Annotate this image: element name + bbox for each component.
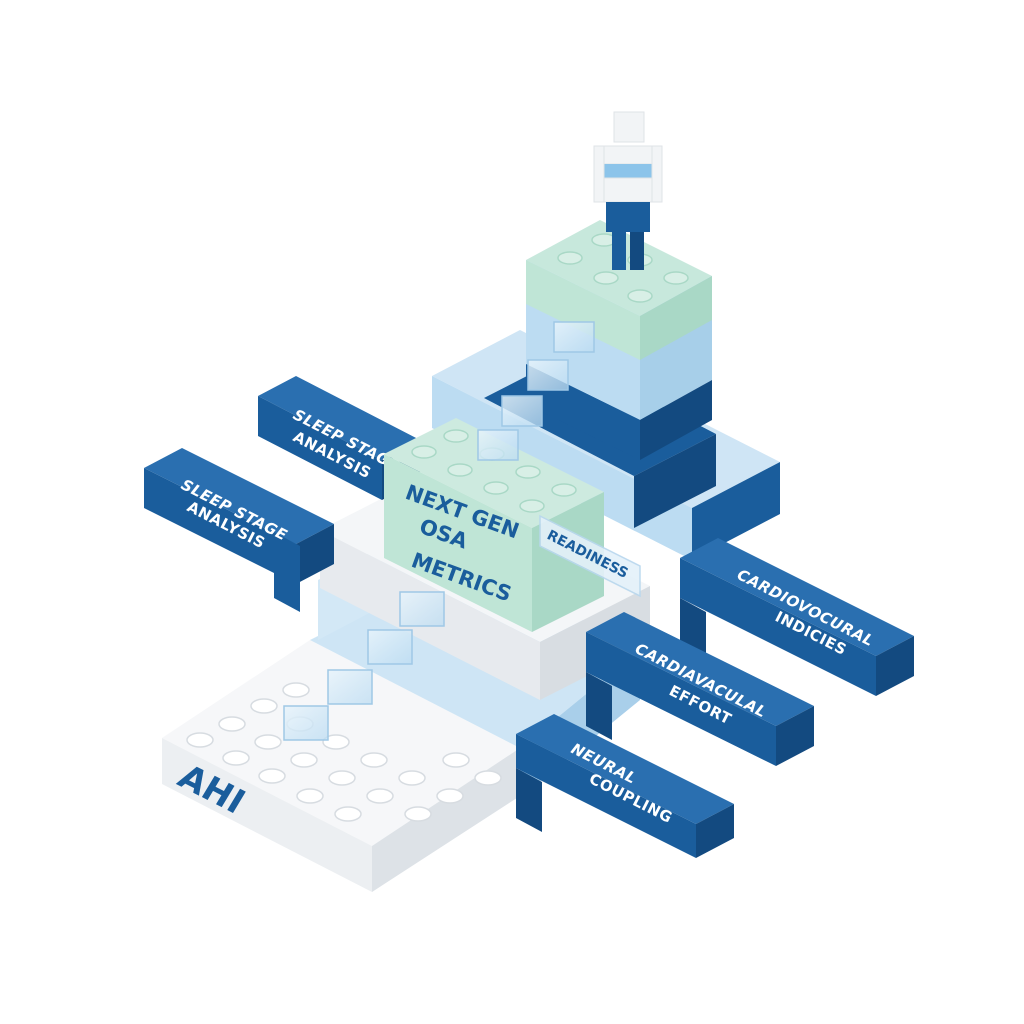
right-beam-cardiovocural: CARDIOVOCURAL INDICIES <box>680 538 914 696</box>
left-beam-lower: SLEEP STAGE ANALYSIS <box>144 448 334 612</box>
base-plate-front-left <box>162 738 372 892</box>
person-figure <box>593 111 663 270</box>
clear-stair-blocks <box>283 321 595 741</box>
right-beam-neural: NEURAL COUPLING <box>516 714 734 858</box>
